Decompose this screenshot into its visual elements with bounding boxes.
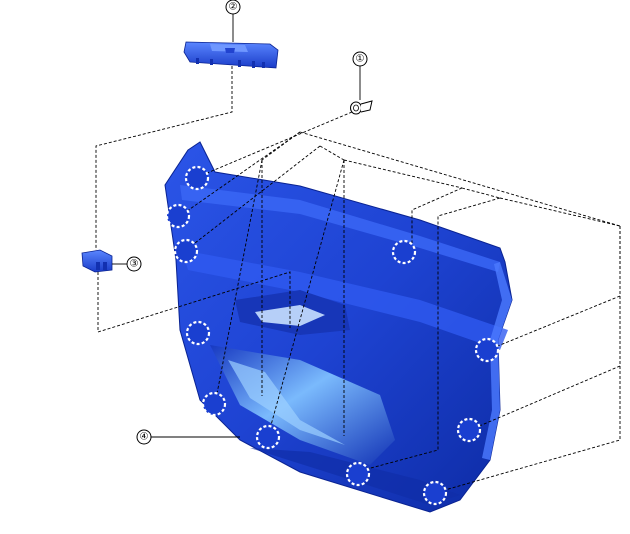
callout-4: ④ (136, 429, 152, 445)
alignment-lines (95, 66, 621, 493)
small-switch (81, 249, 113, 273)
callout-4-label: ④ (140, 432, 149, 443)
callout-2-label: ② (229, 2, 238, 13)
callout-leaders (112, 14, 361, 438)
callout-2: ② (225, 0, 241, 15)
clip-locations (165, 165, 500, 506)
callout-3-label: ③ (130, 259, 139, 270)
callout-3: ③ (126, 256, 142, 272)
clip-part (350, 100, 373, 115)
callout-1-label: ① (356, 54, 365, 65)
callout-1: ① (352, 51, 368, 67)
door-trim-panel (164, 141, 513, 513)
power-window-switch (183, 41, 279, 69)
